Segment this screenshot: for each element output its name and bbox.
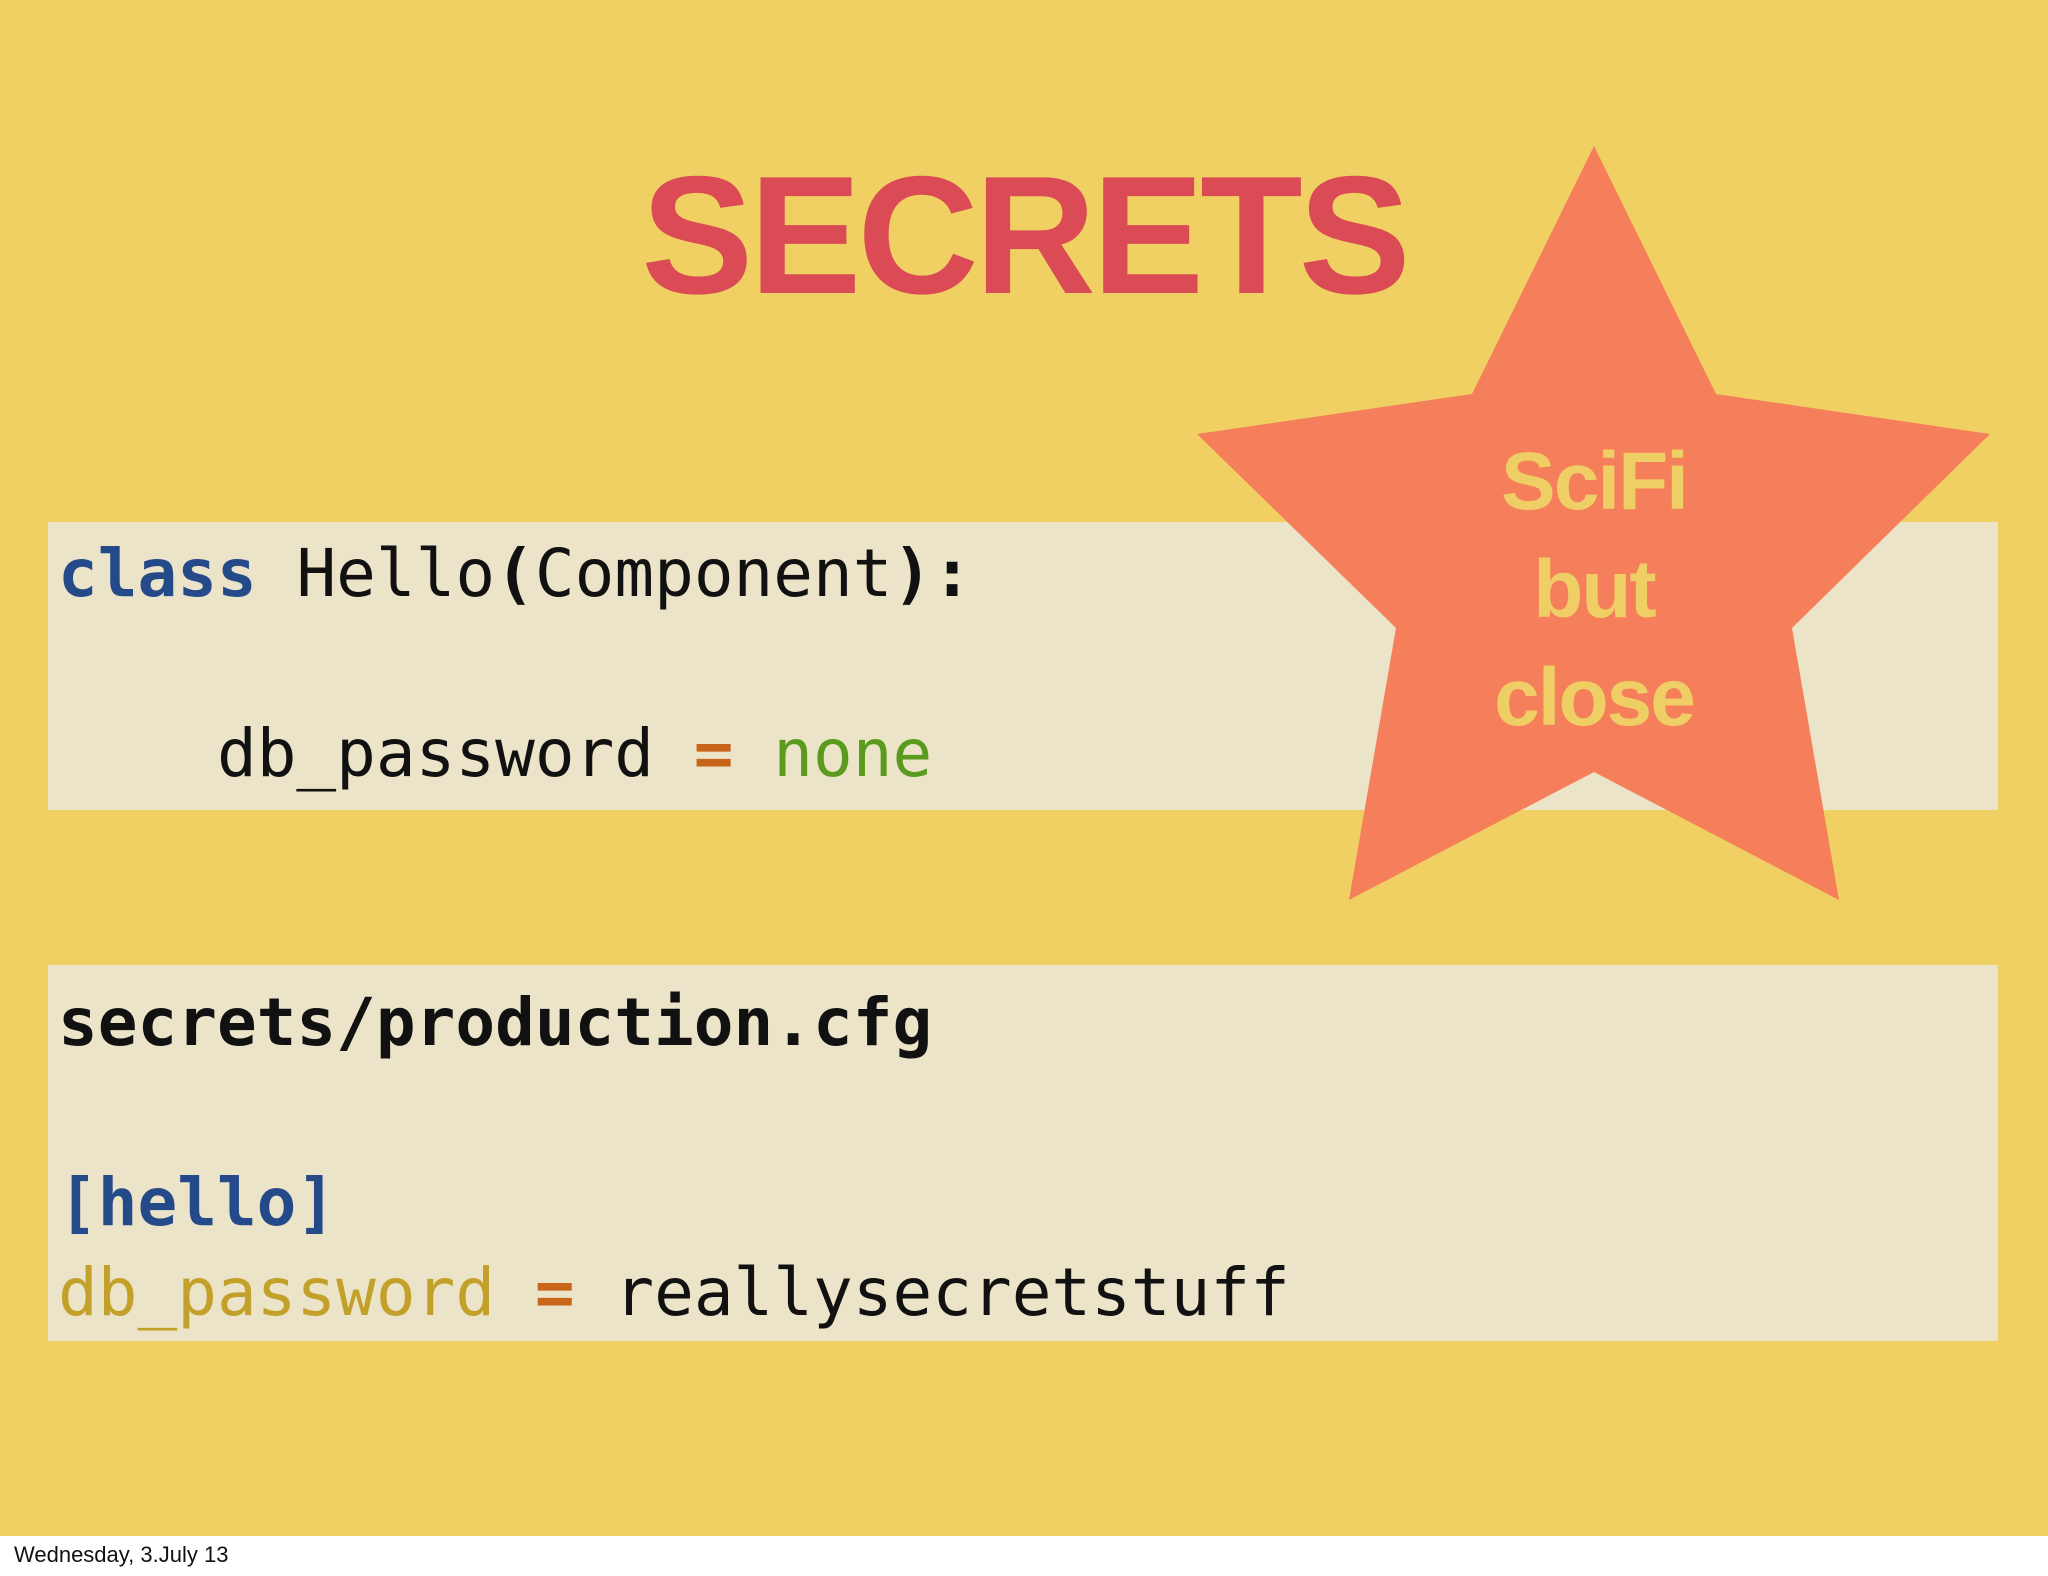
star-label-line-2: but xyxy=(1533,544,1656,635)
code-class-name: Hello xyxy=(296,535,496,612)
code-variable: db_password xyxy=(216,715,655,792)
slide: SECRETS class Hello(Component): db_passw… xyxy=(0,0,2048,1536)
star-icon xyxy=(1197,146,1990,900)
code-close-paren: ) xyxy=(892,535,933,612)
config-operator: = xyxy=(534,1254,575,1331)
code-keyword-class: class xyxy=(58,535,257,612)
config-section: [hello] xyxy=(58,1164,337,1241)
code-line-class-def: class Hello(Component): xyxy=(58,534,972,614)
code-block-config: secrets/production.cfg [hello] db_passwo… xyxy=(48,965,1998,1341)
code-open-paren: ( xyxy=(495,535,535,612)
code-line-assignment: db_password = none xyxy=(58,714,932,794)
code-base-class: Component xyxy=(534,535,893,612)
footer-date: Wednesday, 3.July 13 xyxy=(14,1542,229,1567)
code-colon: : xyxy=(932,535,972,612)
config-filename: secrets/production.cfg xyxy=(58,984,933,1061)
slide-title: SECRETS xyxy=(641,141,1411,329)
star-badge-shape xyxy=(1197,146,1990,900)
code-literal: none xyxy=(773,715,933,792)
config-key: db_password xyxy=(58,1254,496,1331)
star-label-line-3: close xyxy=(1494,652,1696,743)
config-line-password: db_password = reallysecretstuff xyxy=(58,1253,1290,1333)
star-label-line-1: SciFi xyxy=(1501,436,1689,527)
code-operator: = xyxy=(693,715,734,792)
config-value: reallysecretstuff xyxy=(614,1254,1290,1331)
